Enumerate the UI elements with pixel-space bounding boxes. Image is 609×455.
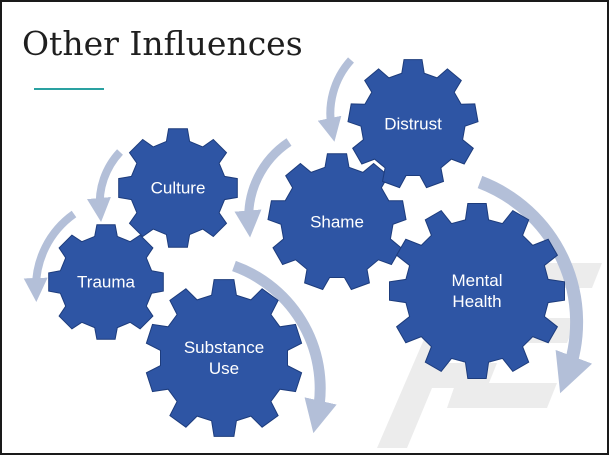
slide-title: Other Influences xyxy=(22,24,303,63)
gear-label-mental-health: Mental Health xyxy=(451,271,503,311)
substance-use-gear xyxy=(145,279,303,437)
arrow-shame xyxy=(234,138,292,238)
arrow-mental-health xyxy=(477,175,593,394)
distrust-gear xyxy=(347,59,479,189)
arrow-substance-use xyxy=(232,260,337,434)
gear-label-culture: Culture xyxy=(150,178,206,198)
trauma-gear xyxy=(48,224,164,340)
gear-label-trauma: Trauma xyxy=(77,272,135,292)
culture-gear xyxy=(118,128,238,248)
gear-label-substance-use: Substance Use xyxy=(183,338,265,378)
gear-label-shame: Shame xyxy=(310,212,364,232)
arrow-trauma xyxy=(23,210,77,302)
arrow-culture xyxy=(86,149,124,222)
arrow-distrust xyxy=(317,57,355,142)
gear-label-distrust: Distrust xyxy=(384,114,442,134)
title-accent-rule xyxy=(34,88,104,90)
mental-health-gear xyxy=(389,203,565,379)
